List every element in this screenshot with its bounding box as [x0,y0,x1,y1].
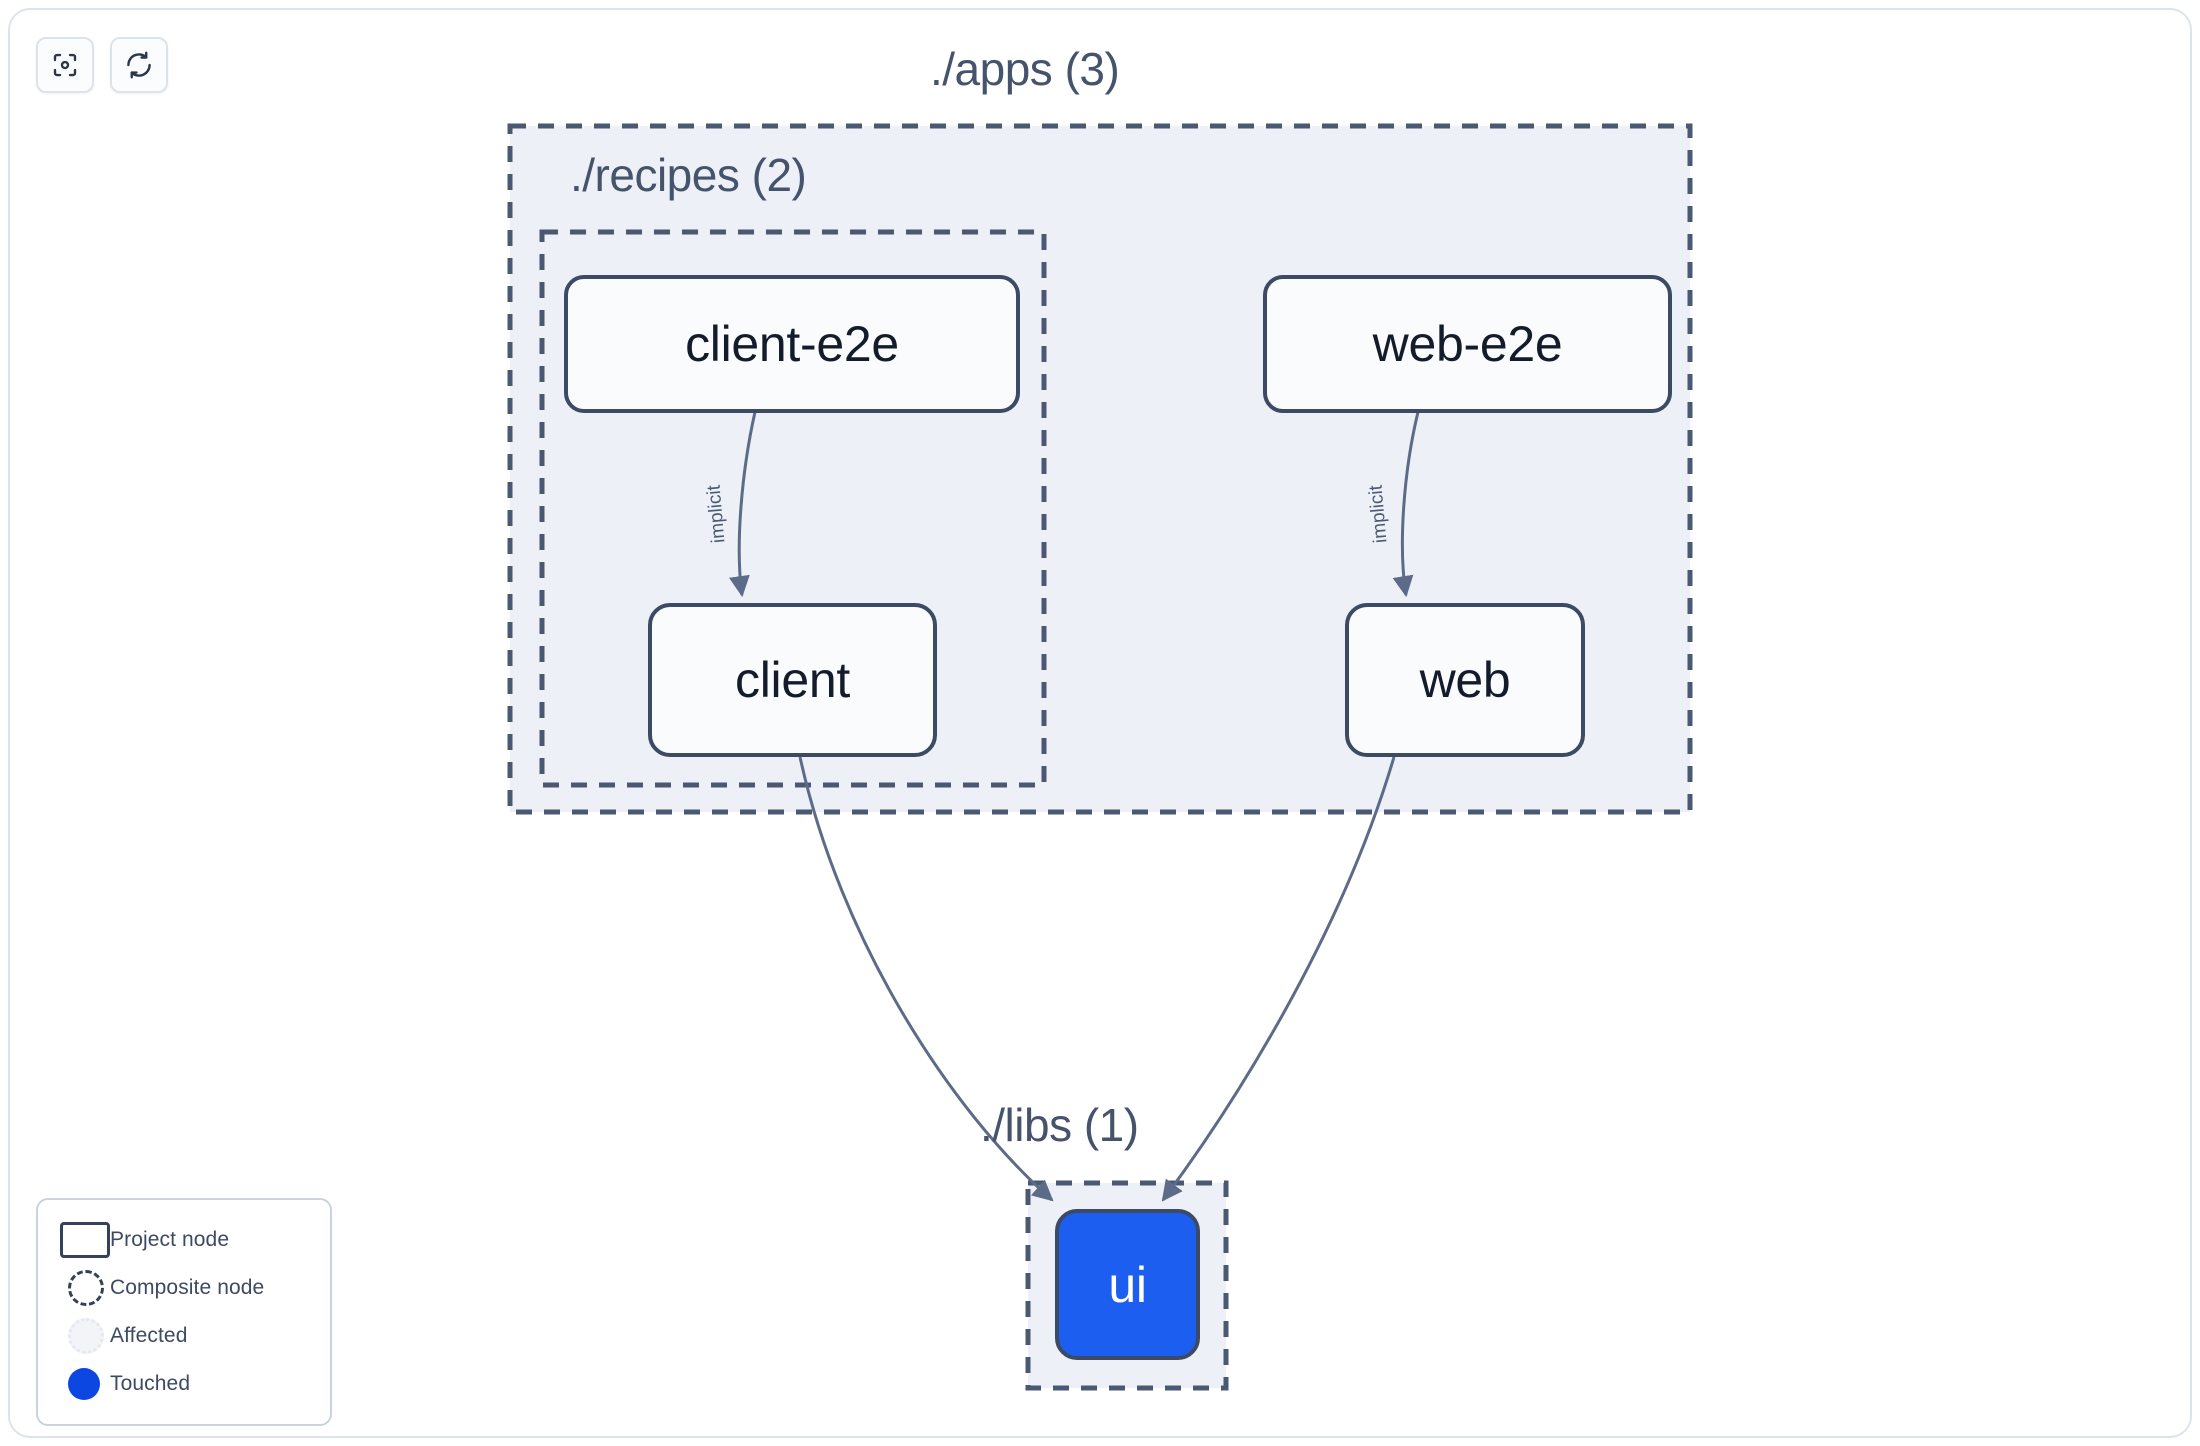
legend-item-composite-node: Composite node [56,1264,310,1312]
project-node-swatch-icon [56,1222,110,1258]
edge-client-e2e-to-client[interactable] [728,411,757,598]
node-label-client-e2e: client-e2e [685,316,899,372]
node-ui[interactable] [1055,1209,1200,1360]
node-client-e2e[interactable] [564,275,1020,413]
group-label-recipes: ./recipes (2) [570,149,807,201]
refresh-graph-button[interactable] [110,37,168,93]
refresh-icon [124,50,154,80]
legend-label-project-node: Project node [110,1228,230,1251]
node-label-ui: ui [1108,1256,1147,1313]
edge-web-to-ui[interactable] [1161,756,1396,1202]
node-web-e2e[interactable] [1263,275,1672,413]
legend-label-touched: Touched [110,1372,191,1395]
legend-item-touched: Touched [56,1360,310,1408]
node-label-client: client [735,652,850,708]
node-label-web: web [1419,652,1511,708]
group-label-apps: ./apps (3) [930,43,1120,95]
graph-edges [728,411,1420,1202]
legend-label-composite-node: Composite node [110,1276,265,1299]
edge-client-to-ui[interactable] [798,756,1054,1202]
legend-label-affected: Affected [110,1324,188,1347]
node-label-web-e2e: web-e2e [1372,316,1563,372]
touched-swatch-icon [56,1368,110,1400]
focus-icon [50,50,80,80]
composite-node-swatch-icon [56,1270,110,1306]
graph-toolbar [36,37,168,93]
group-label-libs: ./libs (1) [980,1099,1139,1151]
edge-web-e2e-to-web[interactable] [1392,411,1420,598]
graph-legend: Project node Composite node Affected Tou… [36,1198,332,1426]
node-client[interactable] [648,603,937,757]
legend-item-affected: Affected [56,1312,310,1360]
affected-swatch-icon [56,1318,110,1354]
focus-graph-button[interactable] [36,37,94,93]
legend-item-project-node: Project node [56,1216,310,1264]
node-web[interactable] [1345,603,1585,757]
graph-nodes [564,275,1672,1360]
